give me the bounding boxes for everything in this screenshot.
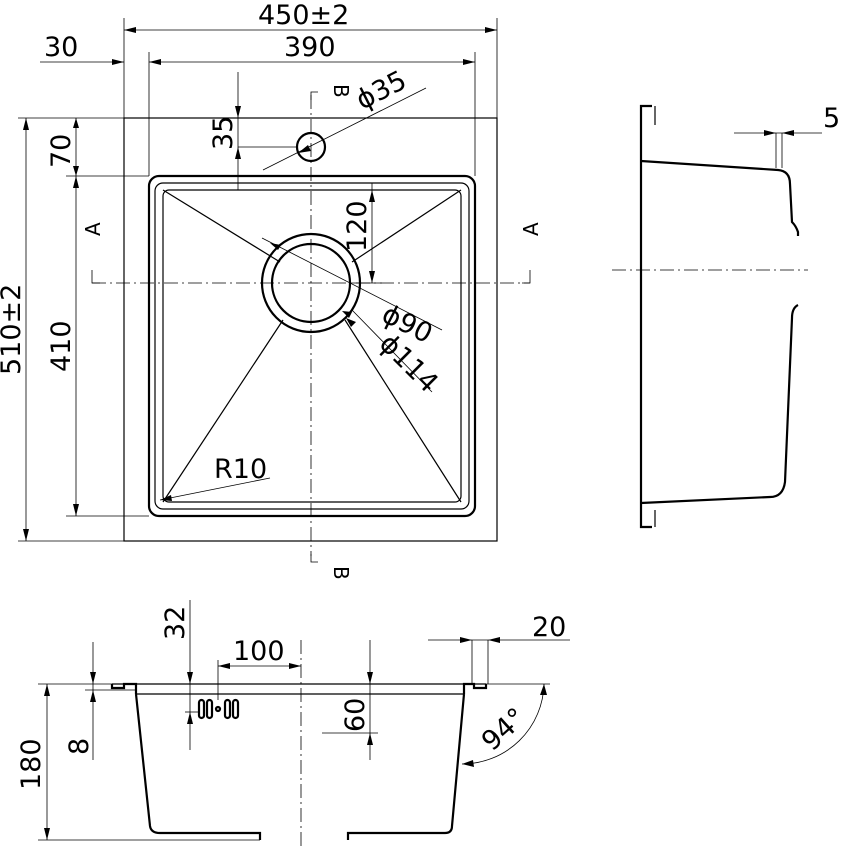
- plan-top-dimensions: 450±2 390 30: [40, 0, 498, 176]
- dim-bowl-length: 410: [46, 320, 77, 372]
- dim-flange-20: 20: [532, 612, 566, 643]
- side-view: 5: [612, 103, 840, 529]
- plan-left-dimensions: 510±2 410 70: [0, 117, 149, 542]
- plan-bowl-bottom: [162, 189, 462, 503]
- plan-bowl-inner-edge: [154, 182, 470, 510]
- dim-overall-length: 510±2: [0, 284, 27, 375]
- dim-angle-94: 94°: [476, 702, 532, 757]
- front-view: 180 8 32 100 60 20: [16, 600, 570, 848]
- fold-line-tl: [162, 189, 281, 263]
- dim-depth-180: 180: [16, 738, 47, 790]
- dim-drain-offset-120: 120: [342, 200, 373, 252]
- dim-overall-width: 450±2: [258, 0, 349, 31]
- dim-offset-30: 30: [44, 32, 78, 63]
- fold-line-br: [344, 319, 462, 503]
- dim-corner-radius: R10: [214, 454, 267, 485]
- dim-flange-32: 32: [160, 606, 191, 640]
- dim-tap-hole: ϕ35: [351, 65, 412, 116]
- dim-rim-8: 8: [64, 738, 95, 755]
- plan-view: [92, 95, 530, 556]
- fold-line-bl: [162, 319, 284, 503]
- dim-overflow-60: 60: [340, 698, 371, 732]
- dim-overflow-100: 100: [233, 636, 285, 667]
- section-mark-a-right: A: [519, 222, 543, 236]
- dim-bowl-width: 390: [284, 32, 336, 63]
- section-marks: A A B B: [81, 84, 543, 580]
- fold-line-tr: [351, 189, 462, 263]
- dim-offset-70: 70: [46, 134, 77, 168]
- front-bowl-profile: [134, 693, 466, 840]
- section-mark-b-top: B: [329, 84, 353, 98]
- section-mark-a-left: A: [81, 222, 105, 236]
- dim-offset-35: 35: [208, 116, 239, 150]
- section-mark-b-bottom: B: [329, 566, 353, 580]
- plan-outer-outline: [123, 117, 498, 542]
- side-bowl-profile: [640, 159, 800, 505]
- dim-flange-5: 5: [823, 103, 840, 134]
- plan-bowl-outer-edge: [147, 174, 477, 518]
